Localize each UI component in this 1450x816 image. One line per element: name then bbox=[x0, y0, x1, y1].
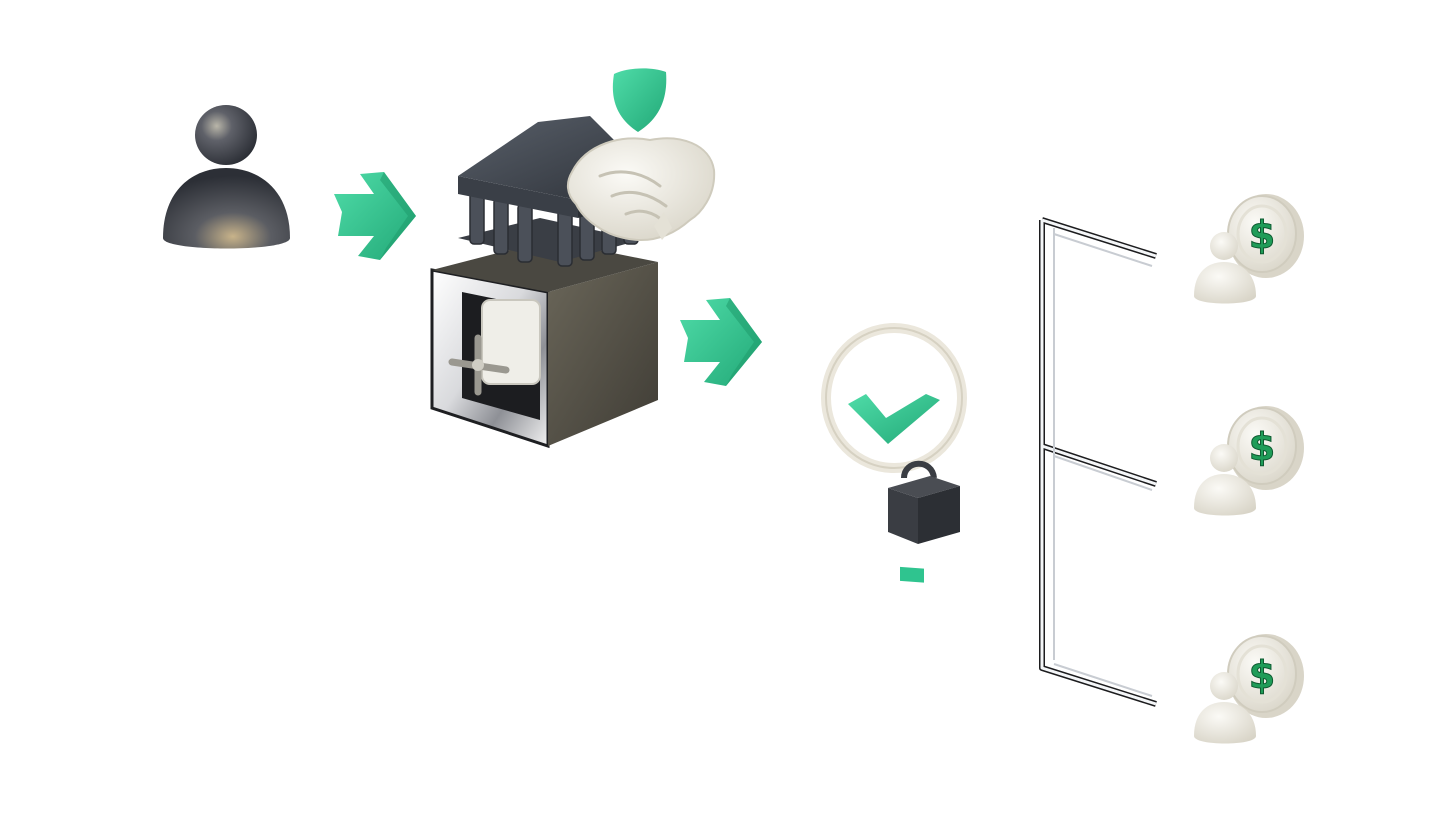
person-icon bbox=[1194, 444, 1256, 516]
recipient: $ bbox=[1194, 406, 1304, 516]
check-circle-icon bbox=[821, 323, 967, 473]
branch-connector-icon bbox=[1039, 217, 1157, 707]
recipient: $ bbox=[1194, 194, 1304, 304]
approval-group bbox=[821, 323, 967, 583]
safe-vault-icon bbox=[430, 240, 658, 449]
arrow-right-icon bbox=[680, 298, 762, 386]
recipient: $ bbox=[1194, 634, 1304, 744]
dollar-coin-icon: $ bbox=[1227, 194, 1304, 278]
handshake-icon bbox=[566, 137, 716, 241]
dollar-coin-icon: $ bbox=[1227, 634, 1304, 718]
bank-vault-group bbox=[430, 68, 716, 449]
person-icon bbox=[1194, 232, 1256, 304]
dollar-symbol: $ bbox=[1249, 425, 1275, 469]
dollar-coin-icon: $ bbox=[1227, 406, 1304, 490]
recipients-group: $ $ $ bbox=[1194, 194, 1304, 744]
shield-icon bbox=[612, 68, 667, 132]
person-icon bbox=[1194, 672, 1256, 744]
source-person-icon bbox=[163, 105, 290, 249]
dollar-symbol: $ bbox=[1249, 213, 1275, 257]
dollar-symbol: $ bbox=[1249, 653, 1275, 697]
briefcase-icon bbox=[888, 460, 960, 583]
arrow-right-icon bbox=[334, 172, 416, 260]
